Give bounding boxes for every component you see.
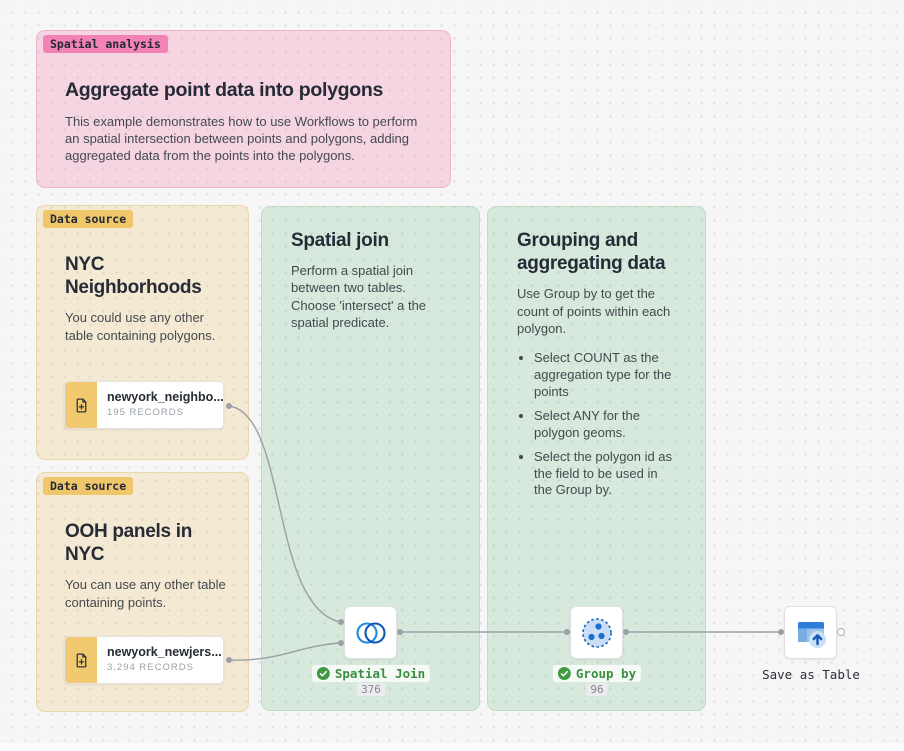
- note-data-source-neighborhoods[interactable]: Data source NYC Neighborhoods You could …: [36, 205, 249, 460]
- table-node-ooh-panels[interactable]: newyork_newjers... 3,294 RECORDS: [64, 636, 224, 684]
- output-port-save-as-table[interactable]: [837, 628, 845, 636]
- canvas-bottom-edge: [0, 743, 904, 751]
- step-bullet: Select the polygon id as the field to be…: [534, 449, 679, 500]
- note-tag-spatial-analysis: Spatial analysis: [43, 35, 168, 53]
- file-plus-icon: [65, 382, 97, 428]
- node-row-count: 96: [586, 683, 608, 696]
- input-port-spatial-join-a[interactable]: [338, 619, 344, 625]
- step-bullet: Select COUNT as the aggregation type for…: [534, 350, 679, 401]
- node-label-text: Spatial Join: [334, 666, 426, 681]
- data-source-title: NYC Neighborhoods: [65, 254, 202, 299]
- node-group-by[interactable]: [570, 606, 623, 659]
- data-source-title: OOH panels in NYC: [65, 521, 193, 566]
- data-source-description: You can use any other table containing p…: [65, 577, 226, 610]
- input-port-spatial-join-b[interactable]: [338, 640, 344, 646]
- node-label-text: Save as Table: [762, 667, 860, 682]
- success-check-icon: [316, 667, 330, 680]
- table-name: newyork_neighbo...: [107, 390, 223, 404]
- output-port-group-by[interactable]: [623, 629, 629, 635]
- data-source-description: You could use any other table containing…: [65, 310, 216, 343]
- table-records-count: 3,294 RECORDS: [107, 662, 194, 673]
- node-label-group-by: Group by: [552, 665, 642, 682]
- output-port-neighborhoods[interactable]: [226, 403, 232, 409]
- save-as-table-icon: [797, 621, 826, 648]
- data-source-tag: Data source: [43, 210, 134, 228]
- node-spatial-join[interactable]: [344, 606, 397, 659]
- spatial-join-icon: [355, 621, 386, 644]
- note-description: This example demonstrates how to use Wor…: [65, 113, 418, 164]
- step-description: Perform a spatial join between two table…: [291, 263, 427, 331]
- output-port-ooh-panels[interactable]: [226, 657, 232, 663]
- node-row-count: 376: [357, 683, 385, 696]
- file-plus-icon: [65, 637, 97, 683]
- data-source-tag: Data source: [43, 477, 134, 495]
- step-bullet-list: Select COUNT as the aggregation type for…: [534, 350, 679, 499]
- success-check-icon: [557, 667, 571, 680]
- output-port-spatial-join[interactable]: [397, 629, 403, 635]
- note-title: Aggregate point data into polygons: [65, 79, 384, 101]
- node-label-text: Group by: [575, 666, 637, 681]
- table-records-count: 195 RECORDS: [107, 407, 184, 418]
- input-port-save-as-table[interactable]: [778, 629, 784, 635]
- node-save-as-table[interactable]: [784, 606, 837, 659]
- note-grouping-step[interactable]: Grouping and aggregating data Use Group …: [487, 206, 706, 711]
- group-by-icon: [581, 617, 612, 648]
- table-name: newyork_newjers...: [107, 645, 222, 659]
- step-bullet: Select ANY for the polygon geoms.: [534, 408, 679, 442]
- input-port-group-by[interactable]: [564, 629, 570, 635]
- step-description: Use Group by to get the count of points …: [517, 286, 671, 336]
- step-title: Grouping and aggregating data: [517, 230, 666, 275]
- note-spatial-analysis[interactable]: Spatial analysis Aggregate point data in…: [36, 30, 451, 188]
- node-label-save-as-table: Save as Table: [757, 666, 865, 683]
- node-label-spatial-join: Spatial Join: [311, 665, 431, 682]
- table-node-neighborhoods[interactable]: newyork_neighbo... 195 RECORDS: [64, 381, 224, 429]
- step-title: Spatial join: [291, 230, 389, 251]
